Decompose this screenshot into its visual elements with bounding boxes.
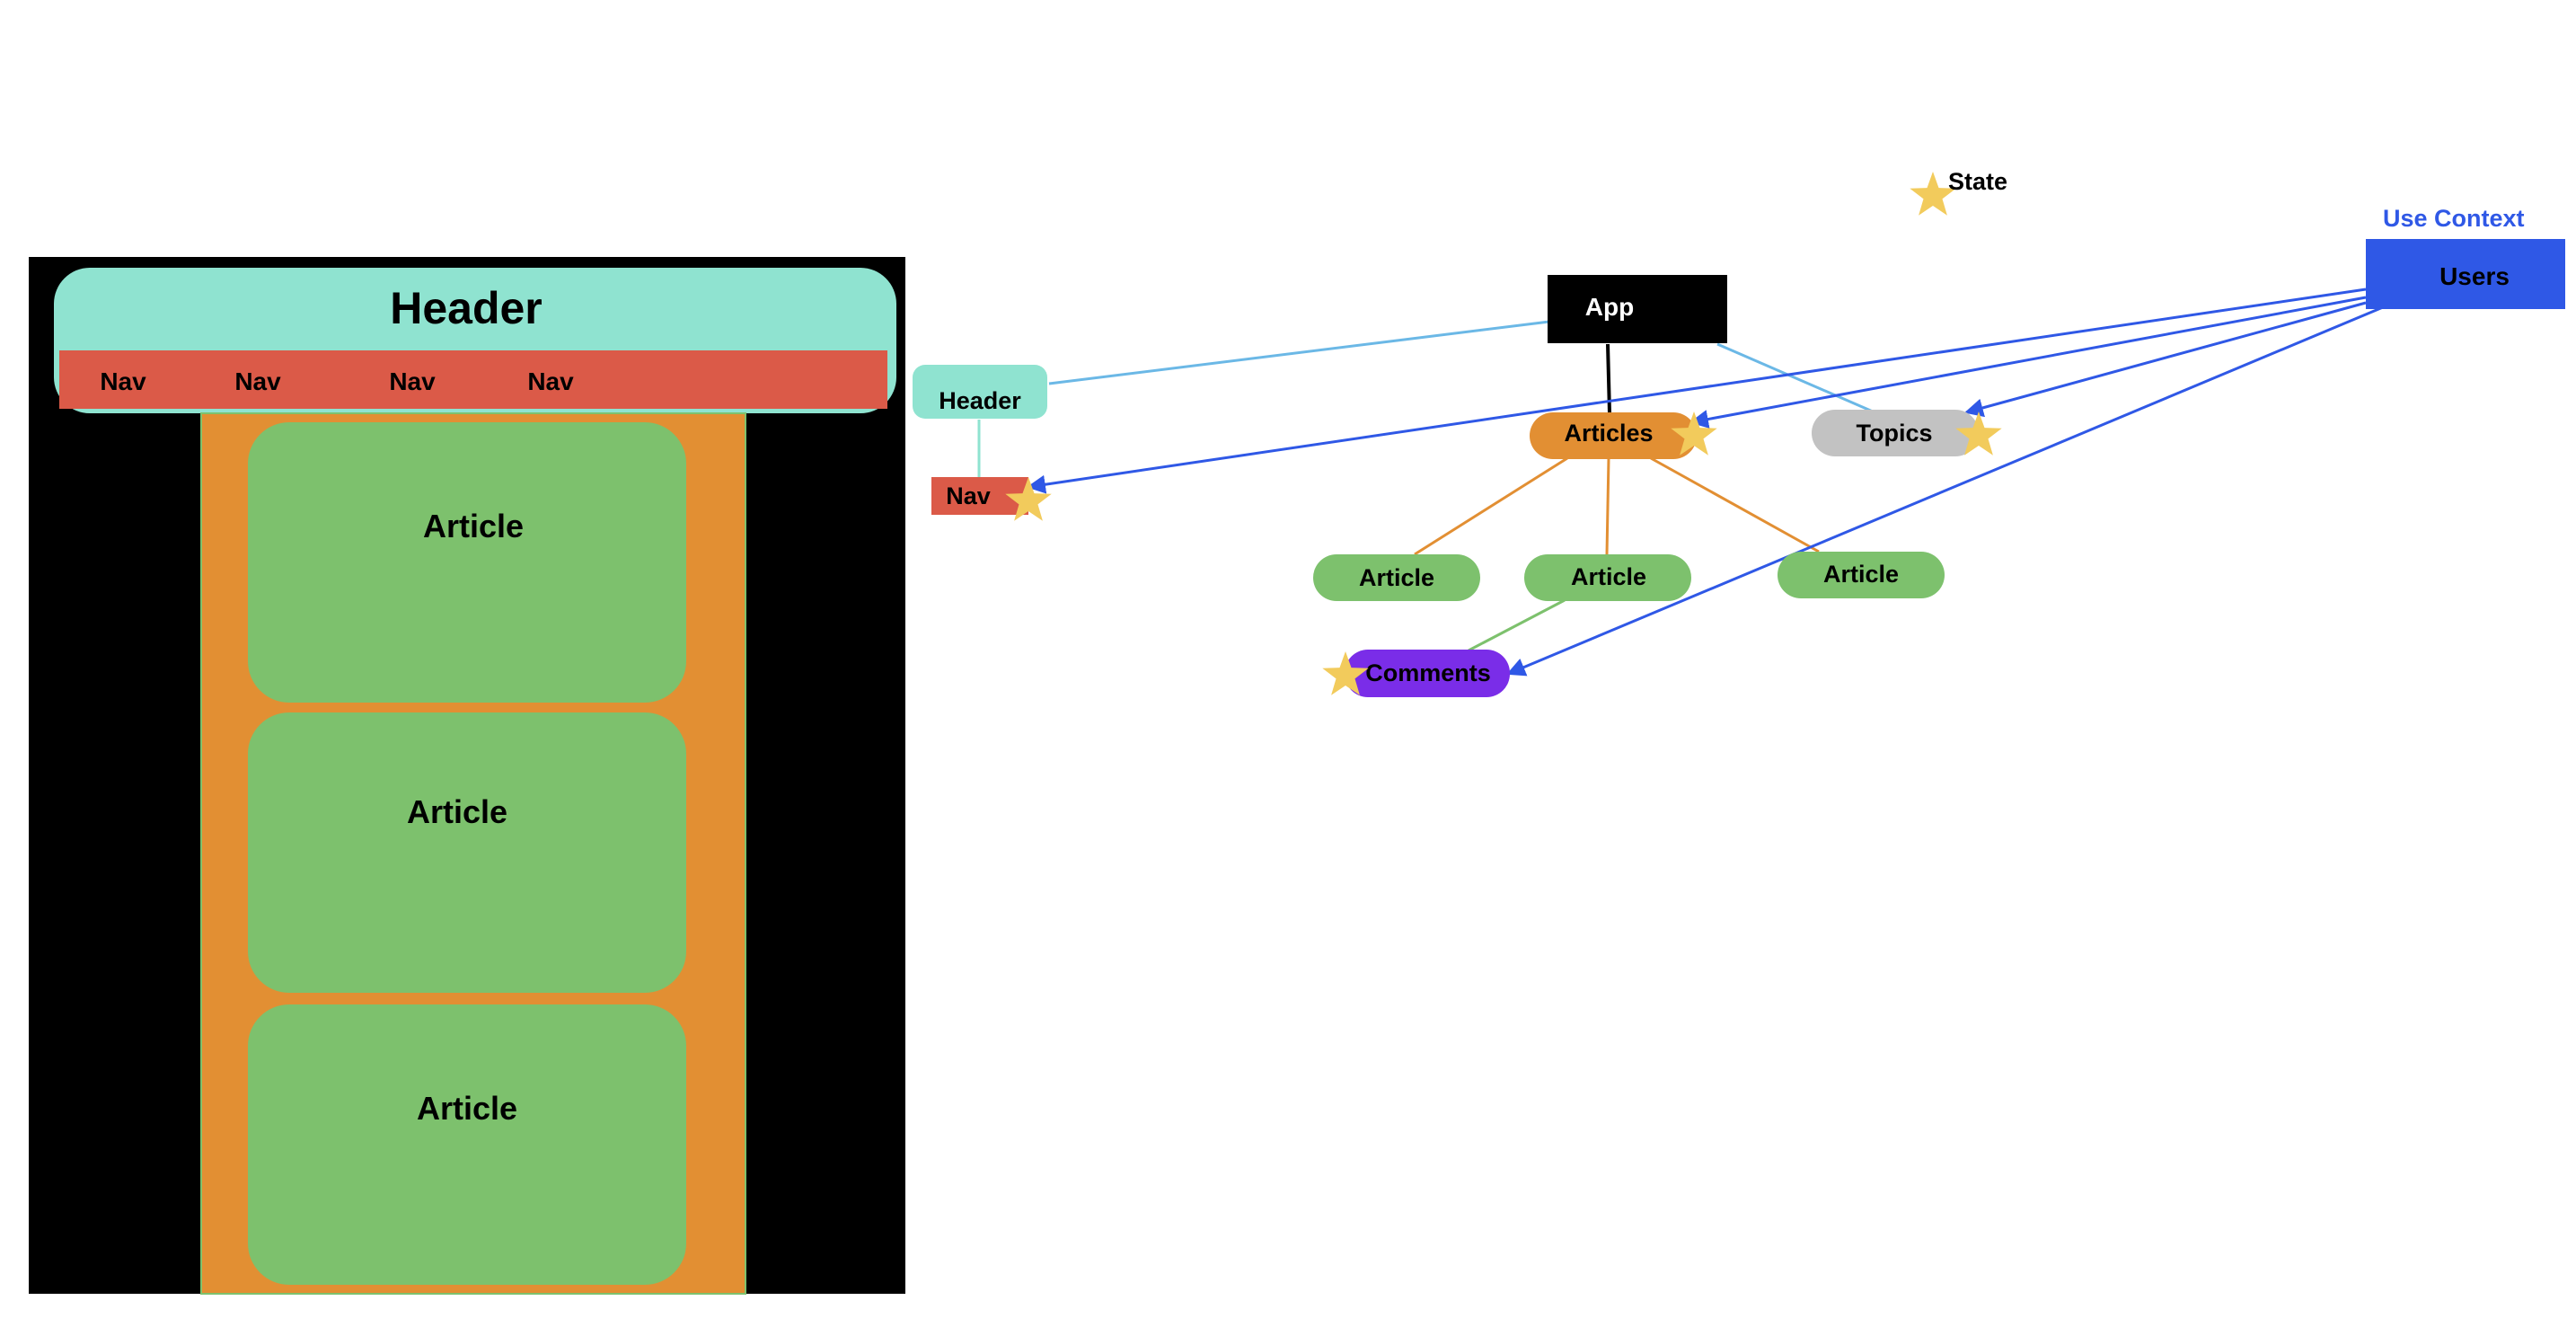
mockup-article-title: Article (423, 508, 524, 544)
node-topics-box[interactable] (1812, 410, 1979, 456)
node-header[interactable]: Header (913, 365, 1047, 419)
node-article-left-box[interactable] (1313, 554, 1480, 601)
edge-articles-article-mid (1605, 457, 1610, 555)
edge-articles-article-left (1414, 456, 1568, 556)
node-app-box[interactable] (1548, 275, 1727, 343)
star-icon (1671, 411, 1717, 456)
node-nav-label: Nav (946, 482, 991, 509)
node-article-left-label: Article (1359, 564, 1434, 591)
edge-app-articles (1606, 343, 1611, 414)
mockup-nav-item: Nav (100, 367, 146, 395)
node-app-label: App (1585, 293, 1634, 321)
node-users-box[interactable] (2366, 239, 2565, 309)
context-arrow-users-comments (1506, 305, 2384, 677)
mockup-nav-bar (59, 350, 887, 409)
node-article-mid-label: Article (1571, 563, 1646, 590)
node-comments[interactable]: Comments (1345, 650, 1510, 697)
tree-connectors (977, 320, 1874, 652)
node-topics-label: Topics (1856, 420, 1932, 447)
component-tree: App Header Nav Articles Topics Article A… (913, 168, 2565, 697)
mockup-header-title: Header (390, 283, 543, 333)
mockup-article-card (248, 712, 686, 993)
mockup-nav-item: Nav (389, 367, 436, 395)
node-article-right-label: Article (1823, 561, 1899, 588)
node-articles[interactable]: Articles (1530, 412, 1697, 459)
mockup-article-card (248, 422, 686, 703)
star-icon (1910, 172, 1956, 216)
layout-mockup: Header Nav Nav Nav Nav Article Article A… (29, 257, 905, 1295)
star-icon (1005, 477, 1052, 521)
node-topics[interactable]: Topics (1812, 410, 1979, 456)
node-article-right-box[interactable] (1778, 552, 1945, 598)
mockup-article-card (248, 1004, 686, 1285)
node-comments-box[interactable] (1345, 650, 1510, 697)
legend-use-context-label: Use Context (2383, 205, 2525, 232)
context-arrow-users-topics (1963, 301, 2367, 418)
mockup-nav-item: Nav (234, 367, 281, 395)
legend-state-label: State (1948, 168, 2007, 195)
mockup-articles-column: Article Article Article (200, 412, 746, 1295)
context-arrows (1026, 288, 2384, 677)
node-article-mid-box[interactable] (1524, 554, 1691, 601)
star-icon (1322, 651, 1369, 695)
edge-app-topics (1716, 342, 1874, 413)
node-article-right[interactable]: Article (1778, 552, 1945, 598)
star-icon (1955, 411, 2002, 456)
node-articles-label: Articles (1564, 420, 1653, 447)
node-article-left[interactable]: Article (1313, 554, 1480, 601)
edge-app-header (1048, 320, 1550, 385)
mockup-article-title: Article (417, 1090, 517, 1127)
node-articles-box[interactable] (1530, 412, 1697, 459)
node-users-label: Users (2439, 262, 2510, 290)
node-users[interactable]: Users (2366, 239, 2565, 309)
edge-article-comments (1468, 598, 1566, 652)
mockup-nav-item: Nav (527, 367, 574, 395)
edge-articles-article-right (1650, 456, 1820, 553)
node-app[interactable]: App (1548, 275, 1727, 343)
mockup-article-title: Article (407, 793, 507, 830)
context-arrow-users-articles (1689, 296, 2367, 429)
node-header-box[interactable] (913, 365, 1047, 419)
context-arrow-users-nav (1026, 288, 2367, 494)
node-article-mid[interactable]: Article (1524, 554, 1691, 601)
node-comments-label: Comments (1365, 659, 1491, 686)
node-header-label: Header (939, 387, 1021, 414)
state-stars (1005, 172, 2002, 695)
mockup-header-block: Header Nav Nav Nav Nav (54, 268, 896, 413)
